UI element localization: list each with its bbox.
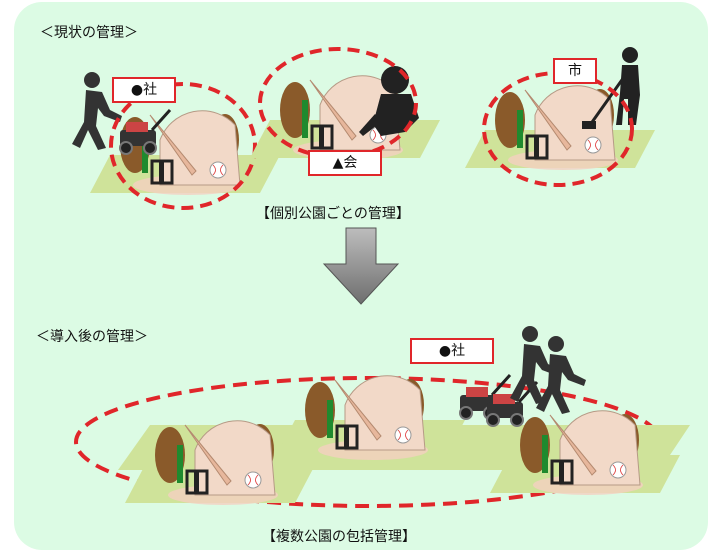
before-caption: 【個別公園ごとの管理】 <box>256 206 410 222</box>
company-label-after: ●社 <box>410 338 494 364</box>
before-heading: ＜現状の管理＞ <box>40 25 138 41</box>
after-heading: ＜導入後の管理＞ <box>36 329 148 345</box>
after-caption: 【複数公園の包括管理】 <box>262 529 416 545</box>
boundary-ellipse-left <box>109 82 257 210</box>
trimmer-worker-icon <box>582 47 640 129</box>
company-label-a: ●社 <box>112 77 176 103</box>
down-arrow-icon <box>322 227 400 305</box>
company-label-b: ▲会 <box>308 150 382 176</box>
company-label-c: 市 <box>553 58 597 84</box>
